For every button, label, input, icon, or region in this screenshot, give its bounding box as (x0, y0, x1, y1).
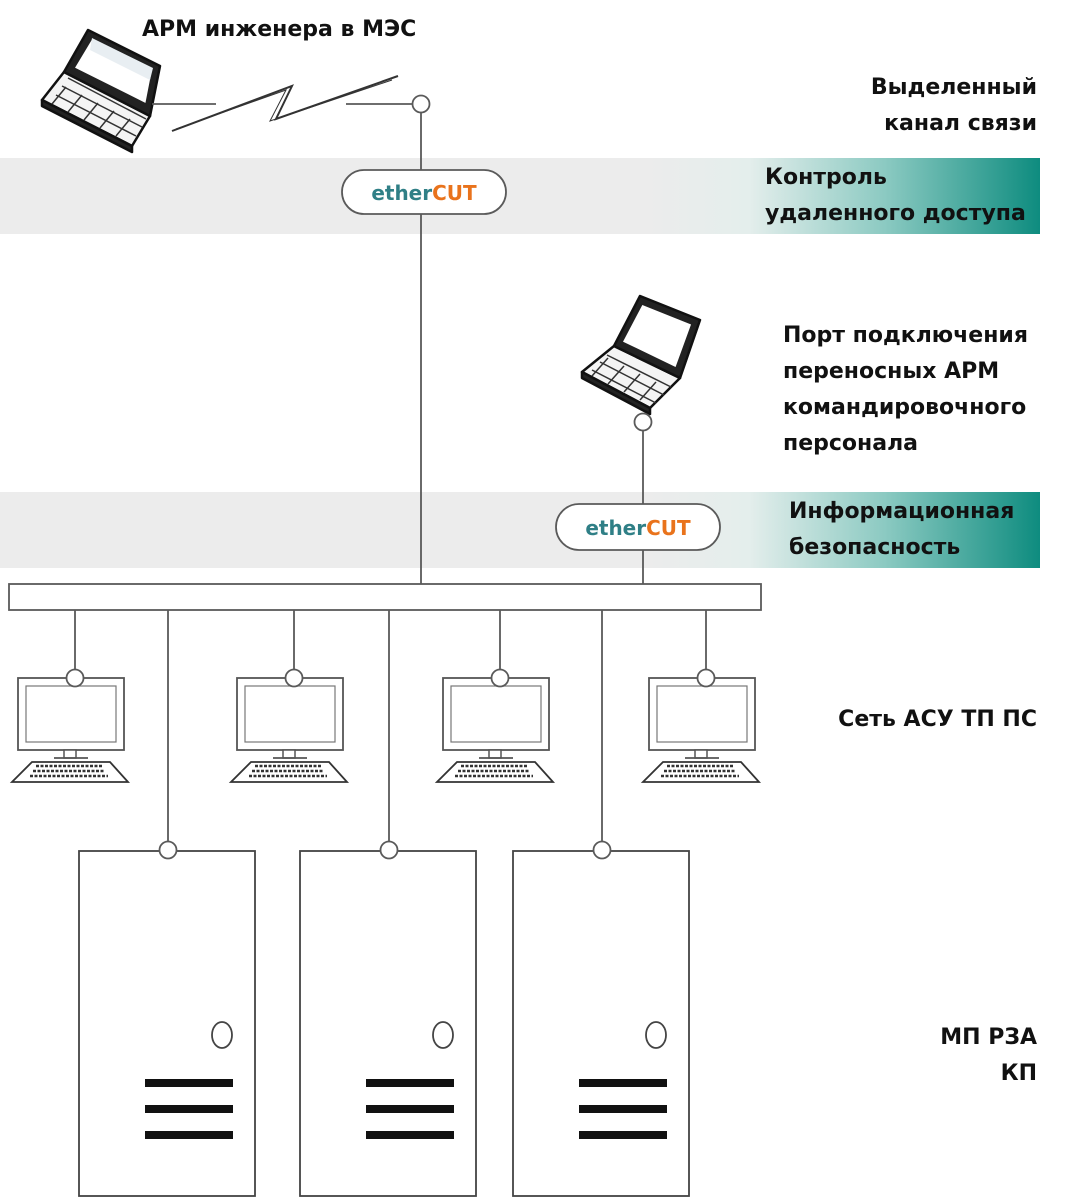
workstation-icon (228, 610, 350, 783)
info-security-band (0, 492, 1040, 568)
workstation-icon (640, 610, 762, 783)
info-security-label: Информационная безопасность (789, 499, 1015, 560)
cabinet-port (379, 840, 399, 860)
ethercut-remote-access: etherCUT (341, 169, 507, 215)
dedicated-channel-port (411, 94, 431, 114)
svg-text:etherCUT: etherCUT (585, 516, 691, 540)
ethercut-prefix: ether (371, 181, 432, 205)
cabinet-port (592, 840, 612, 860)
network-bus (8, 583, 762, 611)
relay-protection-label: МП РЗА КП (940, 1025, 1037, 1086)
relay-cabinet-icon (512, 610, 690, 1197)
engineer-workstation-label: АРМ инженера в МЭС (142, 17, 417, 42)
dedicated-channel-label: Выделенный канал связи (870, 75, 1037, 136)
remote-access-label: Контроль удаленного доступа (765, 165, 1026, 226)
workstation-icon (9, 610, 131, 783)
svg-text:etherCUT: etherCUT (371, 181, 477, 205)
relay-cabinet-icon (78, 610, 256, 1197)
portable-port-label: Порт подключения переносных АРМ командир… (783, 323, 1028, 456)
workstation-port (696, 668, 716, 688)
workstation-port (490, 668, 510, 688)
portable-laptop-icon (580, 294, 702, 416)
ethercut-info-security: etherCUT (555, 503, 721, 551)
workstation-port (65, 668, 85, 688)
ethercut-suffix: CUT (432, 181, 477, 205)
workstation-port (284, 668, 304, 688)
cabinet-port (158, 840, 178, 860)
ethercut-suffix: CUT (646, 516, 691, 540)
scada-network-label: Сеть АСУ ТП ПС (838, 707, 1037, 732)
engineer-laptop-icon (40, 28, 162, 154)
remote-access-band (0, 158, 1040, 234)
portable-port (633, 412, 653, 432)
wireless-link (152, 75, 412, 132)
relay-cabinet-icon (299, 610, 477, 1197)
workstation-icon (434, 610, 556, 783)
ethercut-prefix: ether (585, 516, 646, 540)
